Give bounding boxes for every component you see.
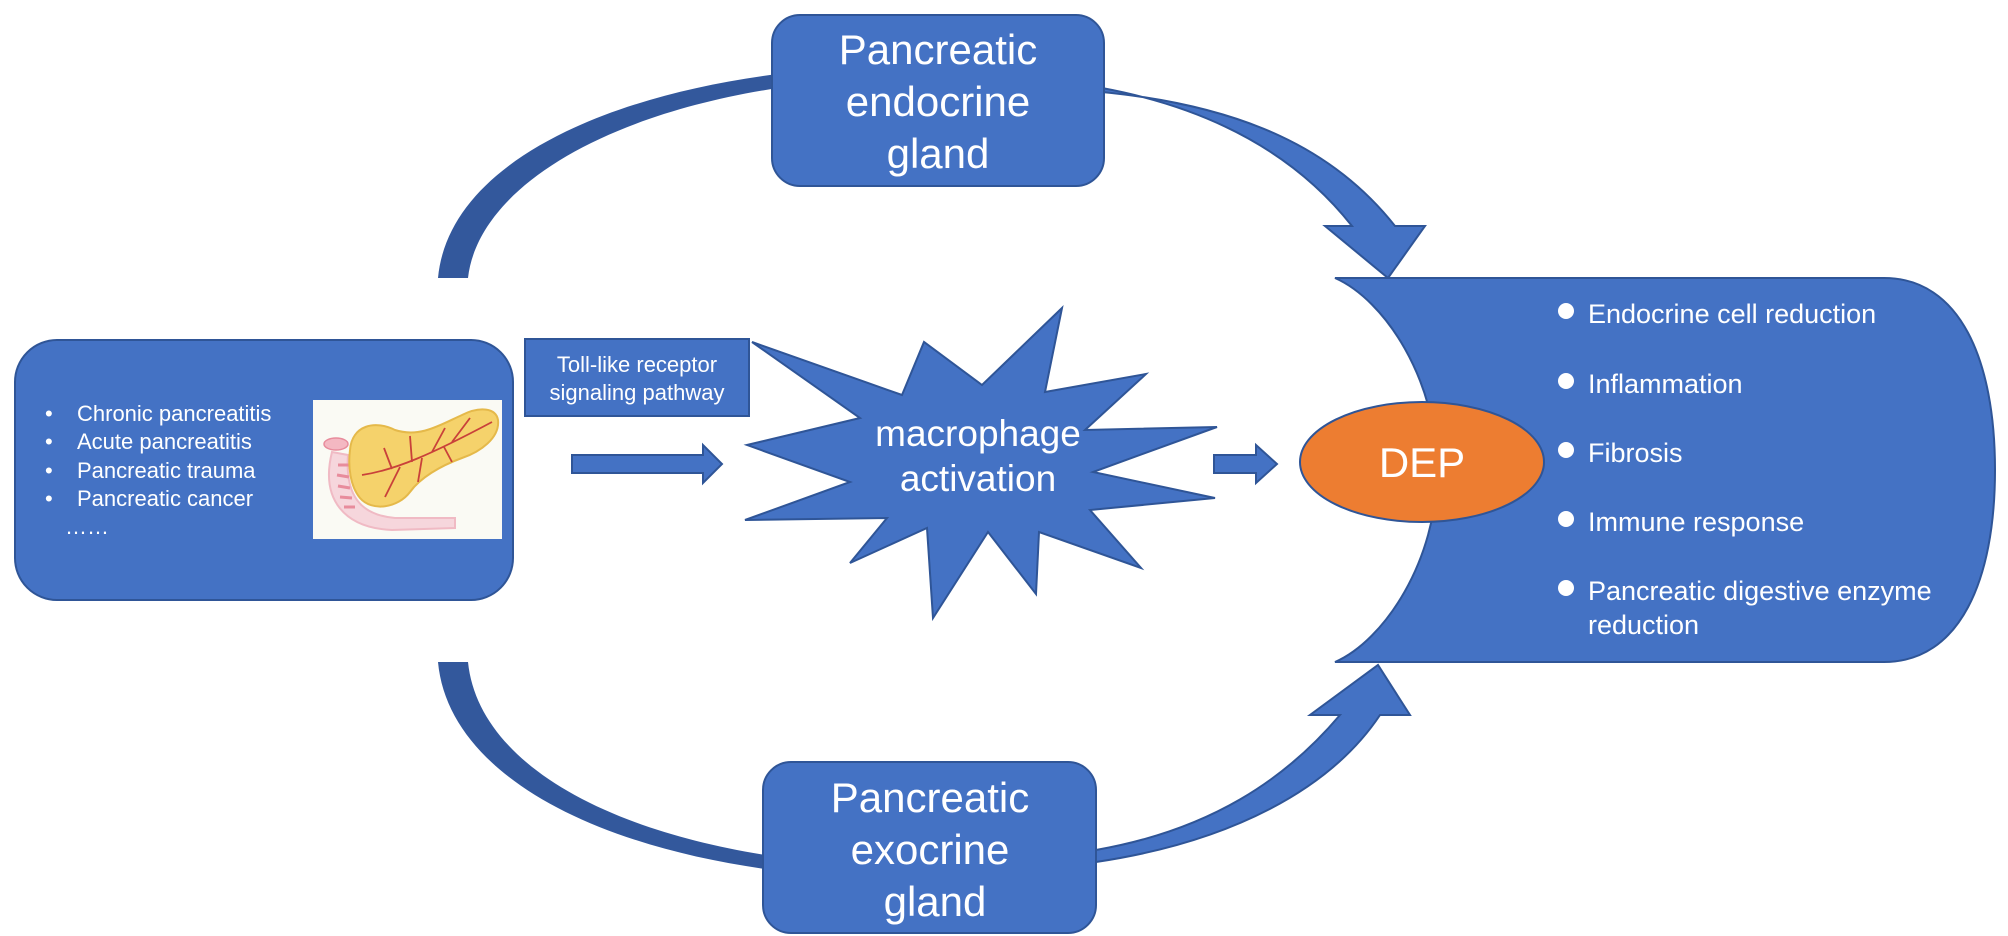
causes-list: • Chronic pancreatitis • Acute pancreati…	[45, 401, 271, 539]
dep-ellipse	[1299, 401, 1545, 523]
bullet-dot-icon	[1558, 373, 1574, 389]
cause-bullet: •	[45, 429, 53, 454]
effect-item-endocrine-cell-reduction: Endocrine cell reduction	[1588, 299, 1876, 329]
endocrine-gland-line1: Pancreatic	[839, 26, 1037, 73]
bullet-dot-icon	[1558, 511, 1574, 527]
pathway-label-line2: signaling pathway	[550, 380, 725, 405]
endocrine-arc-right	[1101, 86, 1427, 280]
exocrine-path-arrow	[438, 662, 1412, 870]
endocrine-gland-line2: endocrine	[846, 78, 1030, 125]
arrow-to-dep	[1213, 442, 1279, 486]
duodenum-folds	[336, 463, 355, 509]
macrophage-starburst: macrophage activation	[743, 305, 1218, 622]
exocrine-arc-left	[438, 662, 772, 870]
endocrine-arc-left	[438, 74, 778, 278]
cause-bullet: •	[45, 458, 53, 483]
effect-item-digestive-enzyme-reduction: Pancreatic digestive enzyme	[1588, 576, 1932, 606]
effects-box: Endocrine cell reduction Inflammation Fi…	[1334, 277, 1997, 663]
exocrine-gland-line3: gland	[884, 878, 987, 925]
bullet-dot-icon	[1558, 580, 1574, 596]
cause-bullet: •	[45, 401, 53, 426]
pathway-label-bg	[524, 338, 750, 417]
pancreas-body	[348, 408, 500, 508]
duodenum-loop	[328, 450, 456, 532]
macrophage-label-line2: activation	[900, 458, 1056, 499]
cause-bullet: •	[45, 486, 53, 511]
effects-list: Endocrine cell reduction Inflammation Fi…	[1558, 299, 1932, 640]
pathway-label-line1: Toll-like receptor	[557, 352, 717, 377]
macrophage-label-line1: macrophage	[875, 413, 1081, 454]
cause-item-chronic: Chronic pancreatitis	[77, 401, 271, 426]
bullet-dot-icon	[1558, 442, 1574, 458]
exocrine-gland-bg	[762, 761, 1097, 934]
dep-label: DEP	[1379, 439, 1465, 486]
exocrine-gland-line2: exocrine	[851, 826, 1010, 873]
effects-box-bg	[1334, 277, 1997, 663]
exocrine-gland-box: Pancreatic exocrine gland	[762, 761, 1097, 934]
pathway-label-box: Toll-like receptor signaling pathway	[524, 338, 750, 417]
cause-item-cancer: Pancreatic cancer	[77, 486, 253, 511]
cause-item-trauma: Pancreatic trauma	[77, 458, 256, 483]
endocrine-gland-box: Pancreatic endocrine gland	[771, 14, 1105, 187]
starburst-shape	[743, 305, 1218, 622]
endocrine-path-arrow	[438, 74, 1427, 280]
cause-item-acute: Acute pancreatitis	[77, 429, 252, 454]
bullet-dot-icon	[1558, 303, 1574, 319]
exocrine-gland-line1: Pancreatic	[831, 774, 1029, 821]
effect-item-fibrosis: Fibrosis	[1588, 438, 1683, 468]
effect-item-inflammation: Inflammation	[1588, 369, 1743, 399]
effect-item-digestive-enzyme-reduction-line2: reduction	[1588, 610, 1699, 640]
pancreas-illustration	[313, 400, 502, 539]
arrow-to-macrophage	[571, 442, 724, 486]
causes-box: • Chronic pancreatitis • Acute pancreati…	[14, 339, 514, 601]
exocrine-arc-right	[1095, 663, 1412, 864]
effect-item-immune-response: Immune response	[1588, 507, 1804, 537]
endocrine-gland-bg	[771, 14, 1105, 187]
pancreas-vessels	[361, 417, 493, 498]
endocrine-gland-line3: gland	[887, 130, 990, 177]
cause-ellipsis: ……	[65, 514, 109, 539]
duct-end	[323, 437, 349, 451]
dep-node: DEP	[1299, 401, 1545, 523]
